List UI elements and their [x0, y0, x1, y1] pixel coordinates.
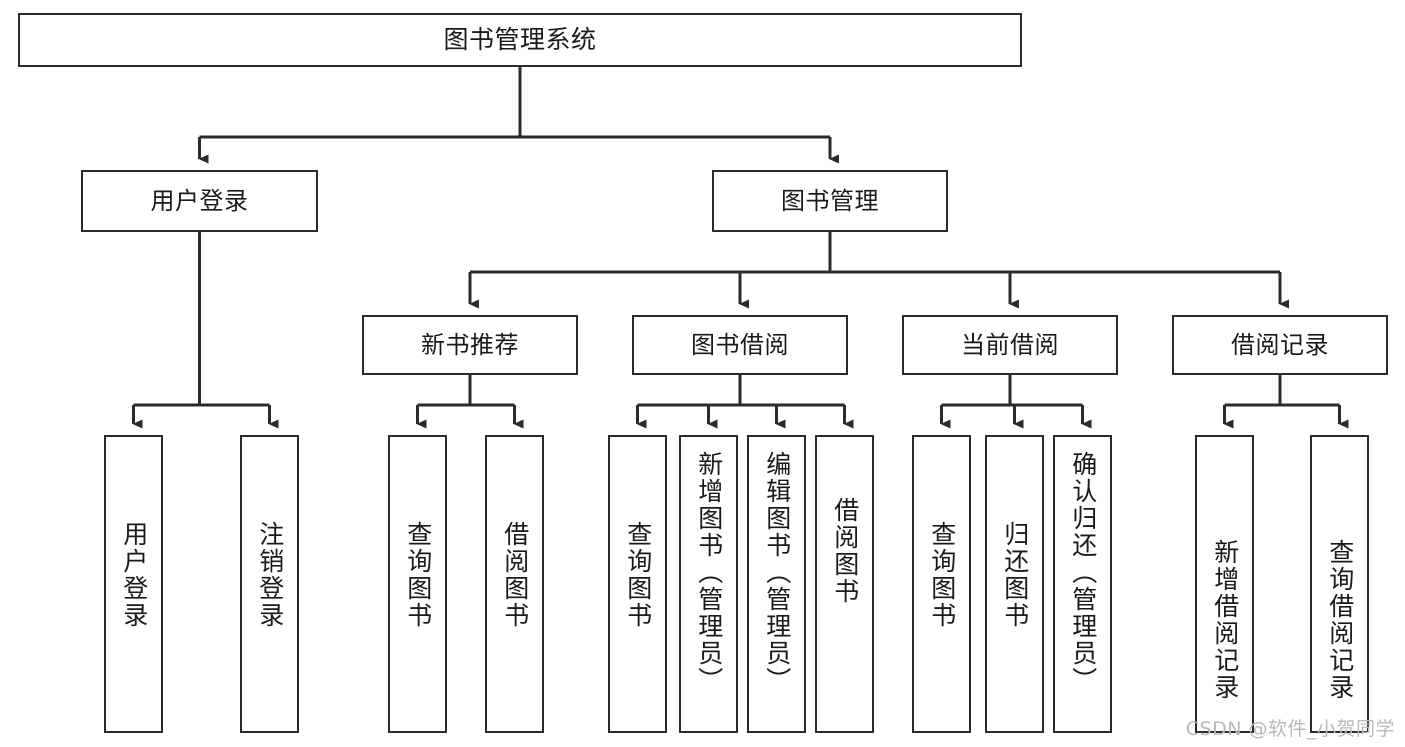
- node-label: 借阅图书: [830, 497, 860, 605]
- node-leaf-edit-book[interactable]: 编辑图书（管理员）: [747, 435, 806, 733]
- node-leaf-user-login[interactable]: 用户登录: [104, 435, 163, 733]
- node-book-manage[interactable]: 图书管理: [712, 170, 948, 232]
- watermark-label: CSDN @软件_小贺同学: [1185, 718, 1395, 740]
- node-label: 查询图书: [623, 521, 653, 629]
- node-leaf-borrow-book-1[interactable]: 借阅图书: [485, 435, 544, 733]
- node-label: 图书管理: [781, 186, 879, 215]
- node-label: 新增图书（管理员）: [694, 451, 724, 694]
- node-leaf-add-book[interactable]: 新增图书（管理员）: [679, 435, 738, 733]
- node-label: 新书推荐: [421, 330, 519, 359]
- node-leaf-query-book-2[interactable]: 查询图书: [608, 435, 667, 733]
- node-label: 图书管理系统: [443, 25, 597, 54]
- node-label: 借阅记录: [1231, 330, 1329, 359]
- node-label: 编辑图书（管理员）: [762, 451, 792, 694]
- node-label: 确认归还（管理员）: [1068, 451, 1098, 694]
- node-label: 查询图书: [927, 521, 957, 629]
- node-label: 查询借阅记录: [1325, 539, 1355, 701]
- node-label: 图书借阅: [691, 330, 789, 359]
- node-user-login[interactable]: 用户登录: [81, 170, 318, 232]
- node-leaf-query-record[interactable]: 查询借阅记录: [1310, 435, 1369, 733]
- node-leaf-add-record[interactable]: 新增借阅记录: [1195, 435, 1254, 733]
- node-leaf-query-book-1[interactable]: 查询图书: [388, 435, 447, 733]
- node-new-book-recommend[interactable]: 新书推荐: [362, 315, 578, 375]
- node-label: 用户登录: [150, 186, 249, 215]
- node-label: 新增借阅记录: [1210, 539, 1240, 701]
- node-leaf-query-book-3[interactable]: 查询图书: [912, 435, 971, 733]
- node-leaf-user-logout[interactable]: 注销登录: [240, 435, 299, 733]
- node-root[interactable]: 图书管理系统: [18, 13, 1022, 67]
- node-borrow-record[interactable]: 借阅记录: [1172, 315, 1388, 375]
- node-leaf-borrow-book-2[interactable]: 借阅图书: [815, 435, 874, 733]
- node-label: 借阅图书: [500, 521, 530, 629]
- node-label: 当前借阅: [961, 330, 1059, 359]
- node-label: 注销登录: [255, 521, 285, 629]
- node-leaf-confirm-return[interactable]: 确认归还（管理员）: [1053, 435, 1112, 733]
- node-current-borrow[interactable]: 当前借阅: [902, 315, 1118, 375]
- node-book-borrow[interactable]: 图书借阅: [632, 315, 848, 375]
- node-label: 归还图书: [1000, 521, 1030, 629]
- node-leaf-return-book[interactable]: 归还图书: [985, 435, 1044, 733]
- node-label: 查询图书: [403, 521, 433, 629]
- node-label: 用户登录: [119, 521, 149, 629]
